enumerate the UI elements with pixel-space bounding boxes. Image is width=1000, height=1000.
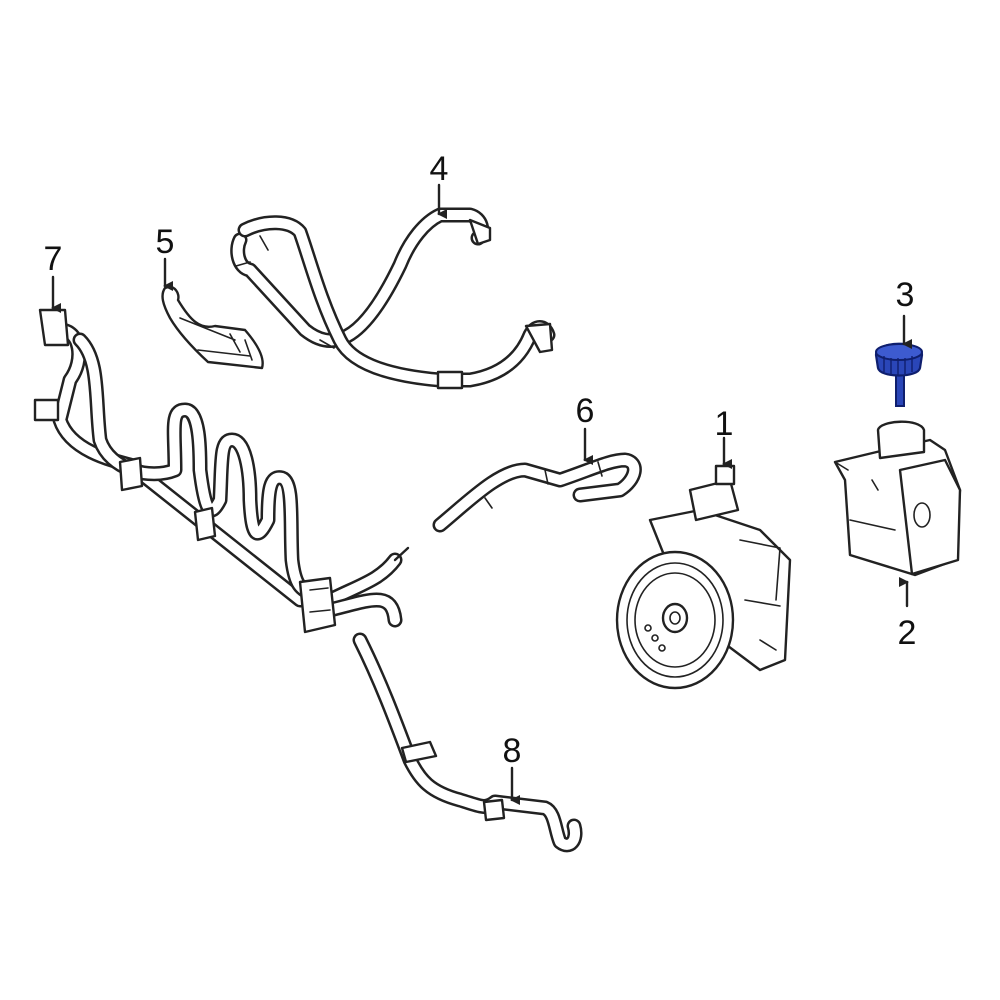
callout-arrows: [51, 183, 912, 805]
part-6-return-hose[interactable]: [432, 452, 642, 533]
part-7-cooler-assembly[interactable]: [33, 308, 410, 634]
callout-4: 4: [430, 150, 449, 188]
part-2-reservoir[interactable]: [833, 420, 962, 577]
callout-1: 1: [715, 405, 734, 443]
callout-7: 7: [44, 240, 63, 278]
callout-6: 6: [576, 392, 595, 430]
part-5-bracket[interactable]: [161, 285, 264, 370]
part-8-hose[interactable]: [352, 632, 583, 853]
callout-8: 8: [503, 732, 522, 770]
part-1-steering-pump[interactable]: [615, 464, 792, 690]
callout-5: 5: [156, 223, 175, 261]
callout-3: 3: [896, 276, 915, 314]
callout-2: 2: [898, 614, 917, 652]
part-3-reservoir-cap[interactable]: [874, 342, 924, 407]
part-4-pressure-hose[interactable]: [230, 207, 556, 390]
